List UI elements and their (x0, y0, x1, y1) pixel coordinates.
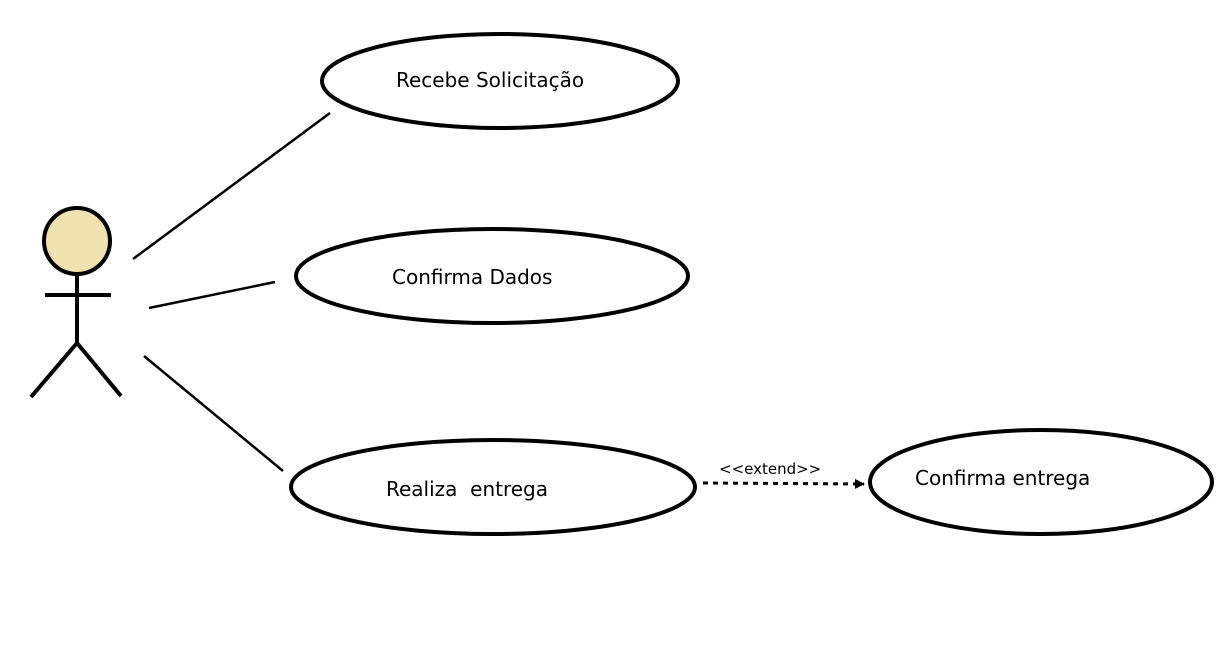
extend-stereotype-label: <<extend>> (719, 460, 821, 478)
use-case-confirm-delivery[interactable]: Confirma entrega (868, 428, 1214, 536)
use-case-ellipse (868, 428, 1214, 536)
association-deliver (143, 355, 284, 472)
use-case-label: Recebe Solicitação (396, 68, 584, 92)
use-case-confirm-data[interactable]: Confirma Dados (294, 227, 690, 325)
use-case-label: Realiza entrega (386, 477, 548, 501)
association-confirm-data (148, 280, 276, 310)
actor[interactable] (29, 206, 123, 399)
actor-head (42, 206, 112, 276)
use-case-ellipse (289, 438, 697, 536)
extend-arrow (702, 478, 865, 489)
use-case-label: Confirma Dados (392, 265, 552, 289)
actor-right-leg (75, 341, 123, 398)
use-case-ellipse (294, 227, 690, 325)
use-case-deliver[interactable]: Realiza entrega (289, 438, 697, 536)
use-case-receive[interactable]: Recebe Solicitação (320, 32, 680, 130)
use-case-ellipse (320, 32, 680, 130)
actor-left-leg (29, 341, 79, 399)
association-receive (132, 111, 331, 261)
use-case-label: Confirma entrega (915, 466, 1090, 490)
